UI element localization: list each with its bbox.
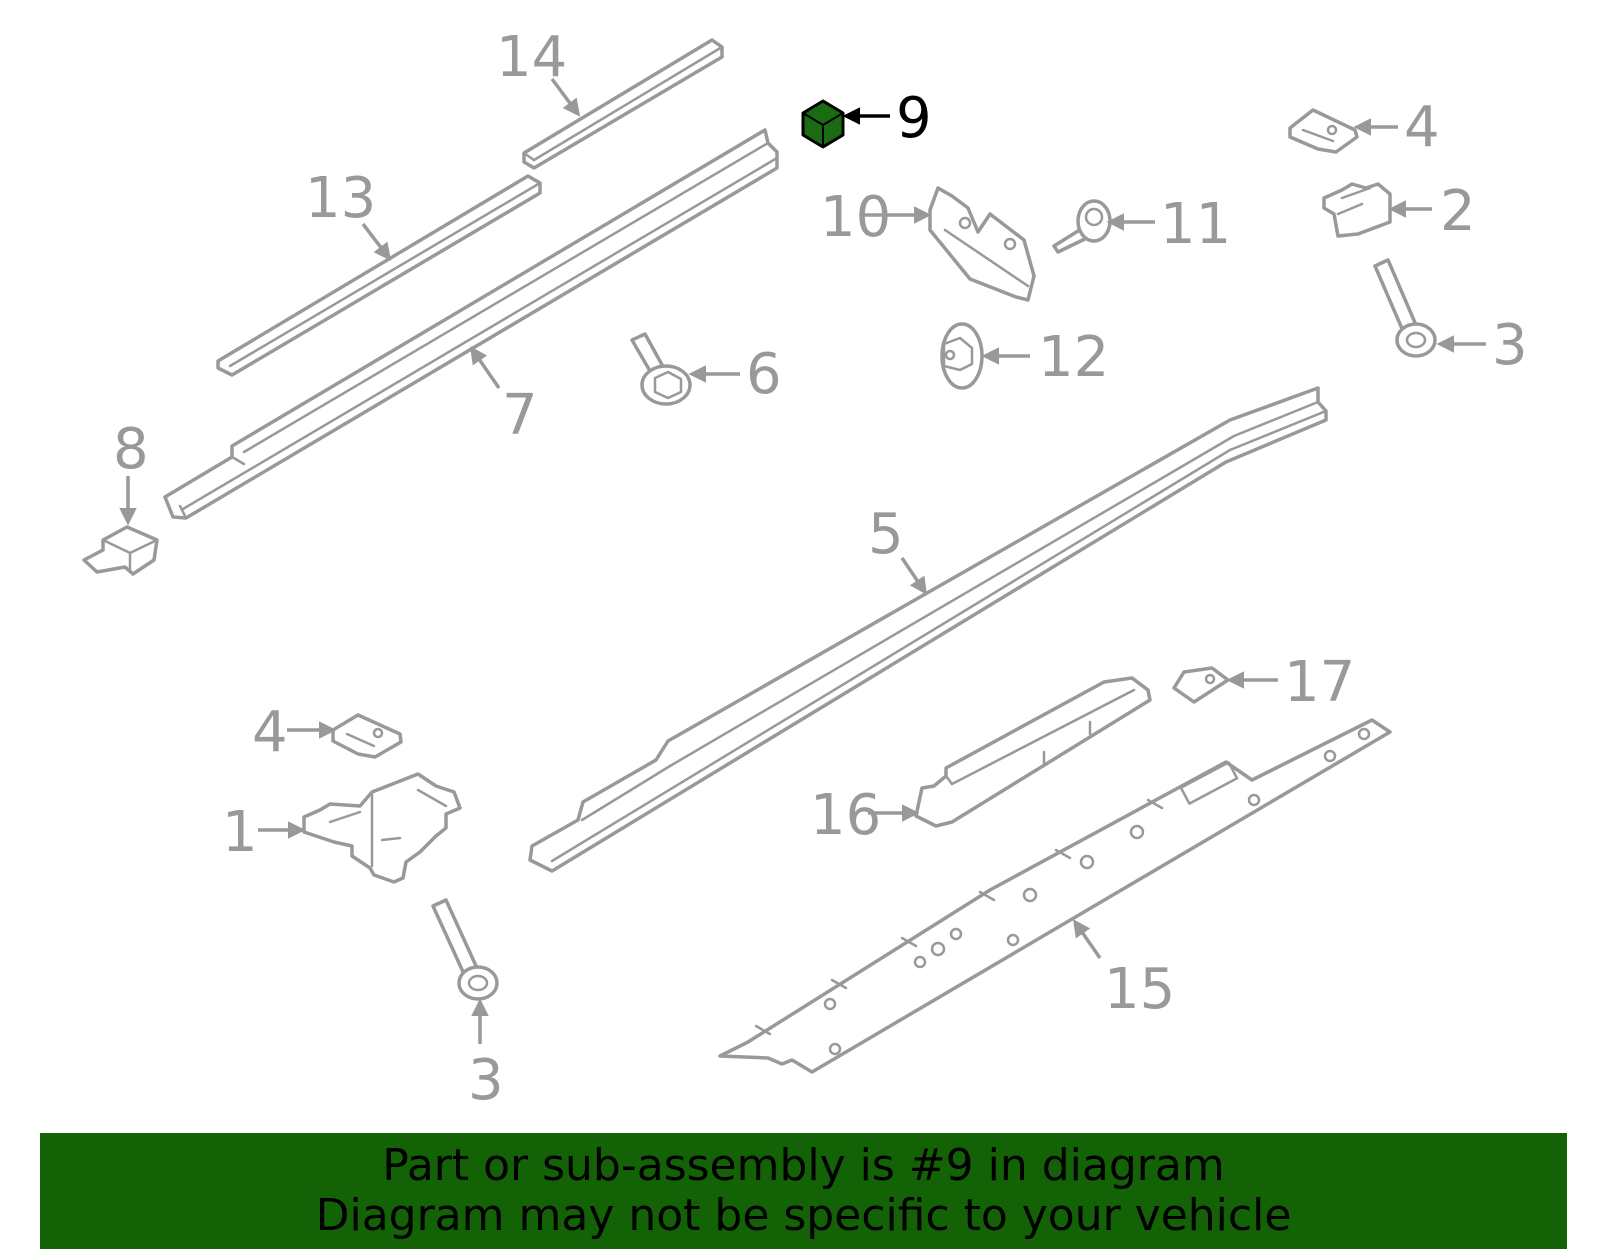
banner-line-1: Part or sub-assembly is #9 in diagram [382, 1140, 1225, 1191]
part-10-bracket [928, 186, 1036, 302]
part-16-step-pad [914, 676, 1152, 828]
callout-8: 8 [113, 417, 149, 482]
part-7-rail [163, 128, 779, 520]
info-banner: Part or sub-assembly is #9 in diagram Di… [40, 1133, 1567, 1249]
banner-line-2: Diagram may not be specific to your vehi… [315, 1190, 1292, 1241]
callout-6: 6 [746, 342, 782, 407]
callout-labels: 14 13 7 8 6 9 10 11 12 4 2 3 5 4 1 3 16 … [113, 25, 1528, 1113]
part-11-screw [1052, 199, 1112, 254]
callout-5: 5 [868, 502, 904, 567]
callout-11: 11 [1160, 192, 1231, 257]
callout-17: 17 [1284, 650, 1355, 715]
callout-4-top: 4 [1404, 95, 1440, 160]
part-12-nut [940, 322, 984, 390]
callout-13: 13 [305, 166, 376, 231]
part-1-bracket [302, 772, 462, 884]
callout-arrows [119, 77, 1486, 1044]
part-8-clip [82, 525, 159, 576]
callout-15: 15 [1104, 957, 1175, 1022]
callout-7: 7 [502, 383, 538, 448]
callout-14: 14 [496, 25, 567, 90]
part-2-bracket [1322, 182, 1392, 238]
callout-2: 2 [1440, 179, 1476, 244]
part-4-clip-top [1288, 108, 1359, 154]
part-9-highlighted [801, 99, 845, 149]
part-6-bolt [630, 332, 692, 406]
callout-9: 9 [896, 86, 932, 151]
part-5-rail [528, 386, 1328, 873]
part-3-bolt-bottom [431, 898, 499, 1001]
part-15-shield [718, 718, 1392, 1074]
callout-1: 1 [222, 800, 258, 865]
part-14-moulding [522, 38, 724, 170]
callout-3-bottom: 3 [468, 1048, 504, 1113]
callout-4-left: 4 [252, 700, 288, 765]
part-4-clip-left [331, 713, 403, 759]
callout-12: 12 [1038, 325, 1109, 390]
part-17-clip [1172, 666, 1230, 704]
callout-3-top: 3 [1492, 313, 1528, 378]
part-13-moulding [216, 174, 542, 377]
callout-16: 16 [810, 783, 881, 848]
part-3-bolt-top [1373, 258, 1437, 358]
callout-10: 10 [820, 185, 891, 250]
